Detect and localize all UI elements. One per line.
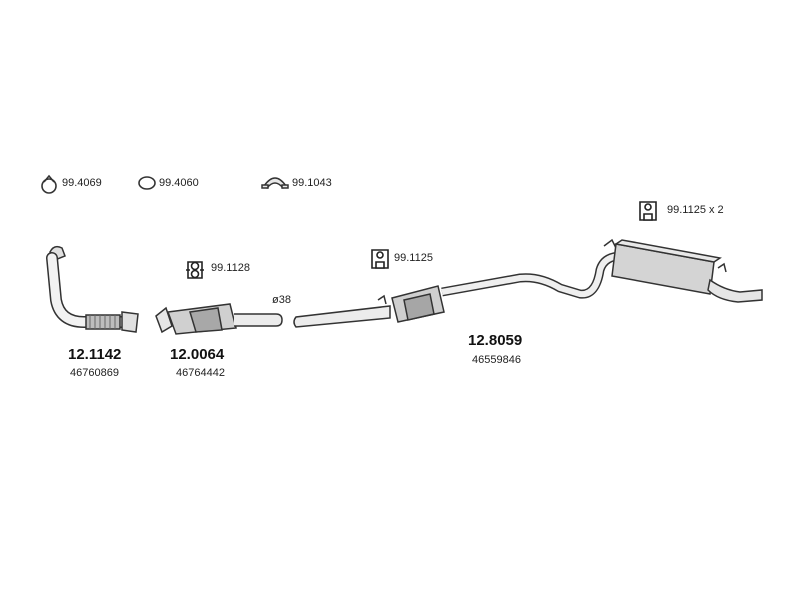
oe-number: 46559846 xyxy=(472,354,521,366)
rubber-hanger-icon xyxy=(371,249,389,269)
part-number: 12.8059 xyxy=(468,332,523,349)
oe-number: 46760869 xyxy=(70,367,119,379)
catalytic-converter xyxy=(155,303,283,335)
clamp-label: 99.1043 xyxy=(292,177,332,189)
hanger-label: 99.1125 x 2 xyxy=(667,204,724,216)
clamp-icon xyxy=(261,177,289,190)
ring-gasket-icon xyxy=(138,176,156,190)
rubber-hanger-icon xyxy=(639,201,657,221)
ring-gasket-label: 99.4069 xyxy=(62,177,102,189)
rear-exhaust-system xyxy=(377,238,763,323)
hanger-label: 99.1128 xyxy=(211,262,250,274)
part-number: 12.1142 xyxy=(68,346,122,363)
rubber-hanger-icon xyxy=(186,261,204,279)
front-pipe xyxy=(46,245,139,333)
intermediate-pipe xyxy=(293,305,391,328)
ring-gasket-label: 99.4060 xyxy=(159,177,199,189)
hanger-label: 99.1125 xyxy=(394,252,433,264)
ring-gasket-icon xyxy=(41,174,57,194)
oe-number: 46764442 xyxy=(176,367,225,379)
part-number: 12.0064 xyxy=(170,346,225,363)
pipe-diameter-label: ø38 xyxy=(272,294,291,306)
